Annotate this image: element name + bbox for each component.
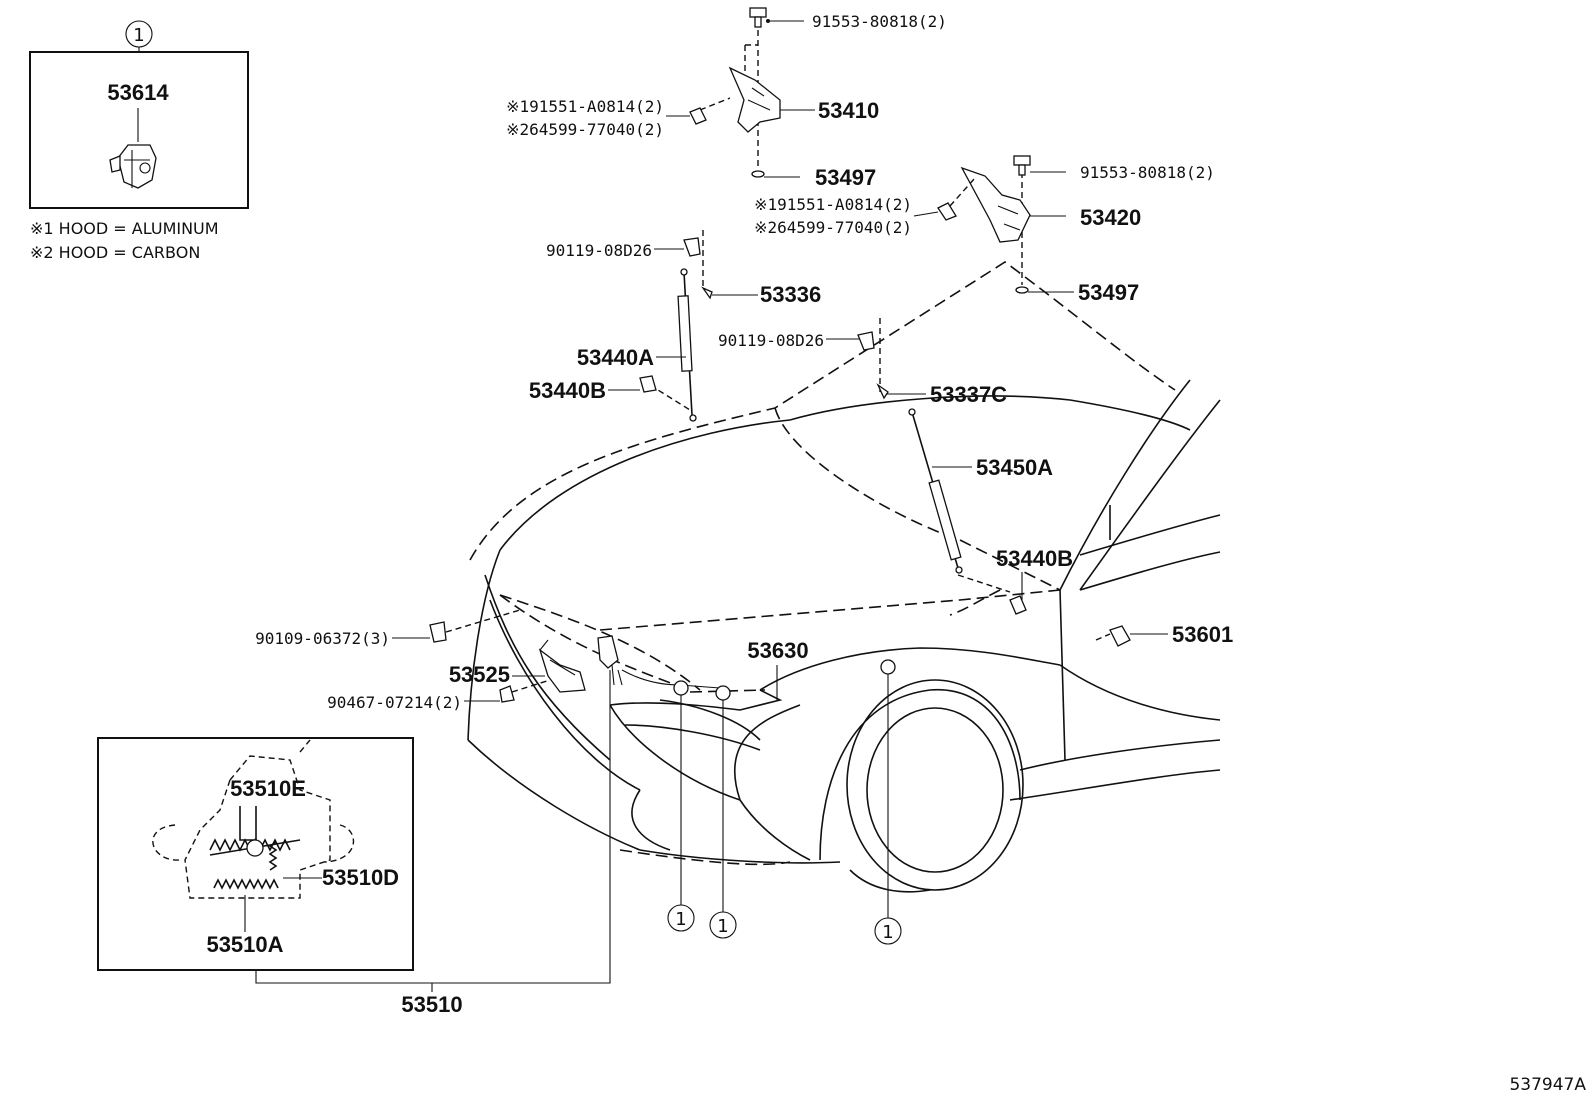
inset-53614: 1 53614 xyxy=(29,20,249,209)
label-53510A: 53510A xyxy=(206,932,283,957)
part-labels: 91553-80818(2) ※191551-A0814(2) ※264599-… xyxy=(255,12,1233,712)
drawing-number: 537947A xyxy=(1509,1075,1586,1095)
strut-right xyxy=(857,318,1027,615)
spring-icon xyxy=(268,841,278,871)
label-53440A: 53440A xyxy=(577,345,654,370)
callout-circle-icon xyxy=(667,904,695,932)
label-91553-80818-a: 91553-80818(2) xyxy=(812,12,947,31)
strut-right-icon xyxy=(928,479,962,561)
screw-icon xyxy=(857,331,875,351)
ball-stud-icon xyxy=(639,375,657,393)
label-53410: 53410 xyxy=(818,98,879,123)
vehicle-outline xyxy=(467,261,1221,893)
screw-icon xyxy=(683,237,701,257)
label-53525: 53525 xyxy=(449,662,510,687)
bolt-icon xyxy=(1013,155,1031,176)
spring-icon xyxy=(213,878,279,890)
callout-1: 1 xyxy=(675,909,686,930)
hood-outline xyxy=(469,261,1176,561)
hinge-right-icon xyxy=(960,166,1031,243)
callout-2: 1 xyxy=(717,916,728,937)
inset-53510: 53510E 53510D 53510A xyxy=(97,737,414,971)
label-53510D: 53510D xyxy=(322,865,399,890)
strut-left xyxy=(639,230,713,422)
release-cable xyxy=(621,669,721,689)
connector-icon xyxy=(109,144,157,189)
label-90119-08D26-b: 90119-08D26 xyxy=(718,331,824,350)
lock-area xyxy=(429,609,1131,703)
bracket-icon xyxy=(701,286,713,300)
label-90109-06372: 90109-06372(3) xyxy=(255,629,390,648)
bolt-icon xyxy=(749,7,767,28)
note-aluminum: ※1 HOOD = ALUMINUM xyxy=(30,219,219,238)
label-53420: 53420 xyxy=(1080,205,1141,230)
car-callouts: 1 1 1 xyxy=(667,659,902,945)
strut-left-icon xyxy=(677,295,693,372)
hinge-bolt-icon xyxy=(937,202,957,221)
callout-3: 1 xyxy=(882,922,893,943)
label-53336: 53336 xyxy=(760,282,821,307)
label-53497-b: 53497 xyxy=(1078,280,1139,305)
leader-lines xyxy=(392,19,1168,702)
label-53337C: 53337C xyxy=(930,382,1007,407)
hinge-bolt-icon xyxy=(689,107,707,125)
bracket-icon xyxy=(876,383,889,400)
label-91551-A0814-b: ※191551-A0814(2) xyxy=(754,195,912,214)
bolt-icon xyxy=(499,685,515,703)
label-53510E: 53510E xyxy=(230,776,306,801)
label-53450A: 53450A xyxy=(976,455,1053,480)
washer-icon xyxy=(751,170,765,178)
label-90119-08D26-a: 90119-08D26 xyxy=(546,241,652,260)
label-91551-A0814-a: ※191551-A0814(2) xyxy=(506,97,664,116)
hinge-left-icon xyxy=(728,66,781,133)
label-64599-77040-a: ※264599-77040(2) xyxy=(506,120,664,139)
label-53630: 53630 xyxy=(747,638,808,663)
label-53601: 53601 xyxy=(1172,622,1233,647)
label-91553-80818-b: 91553-80818(2) xyxy=(1080,163,1215,182)
label-53510: 53510 xyxy=(401,992,462,1017)
label-53440B-b: 53440B xyxy=(996,546,1073,571)
label-90467-07214: 90467-07214(2) xyxy=(327,693,462,712)
note-carbon: ※2 HOOD = CARBON xyxy=(30,243,200,262)
hinge-53420 xyxy=(937,155,1031,294)
clip-icon xyxy=(1109,625,1131,647)
washer-icon xyxy=(1015,286,1029,294)
lock-support-icon xyxy=(538,648,586,693)
bolt-icon xyxy=(429,621,447,643)
label-53497-a: 53497 xyxy=(815,165,876,190)
hinge-53410 xyxy=(689,7,781,178)
callout-circle-icon xyxy=(874,917,902,945)
label-53614: 53614 xyxy=(107,80,169,105)
label-53440B-a: 53440B xyxy=(529,378,606,403)
inset-callout: 1 xyxy=(133,25,144,46)
latch-icon xyxy=(597,635,619,669)
label-64599-77040-b: ※264599-77040(2) xyxy=(754,218,912,237)
callout-circle-icon xyxy=(709,911,737,939)
ball-stud-icon xyxy=(1009,595,1027,615)
